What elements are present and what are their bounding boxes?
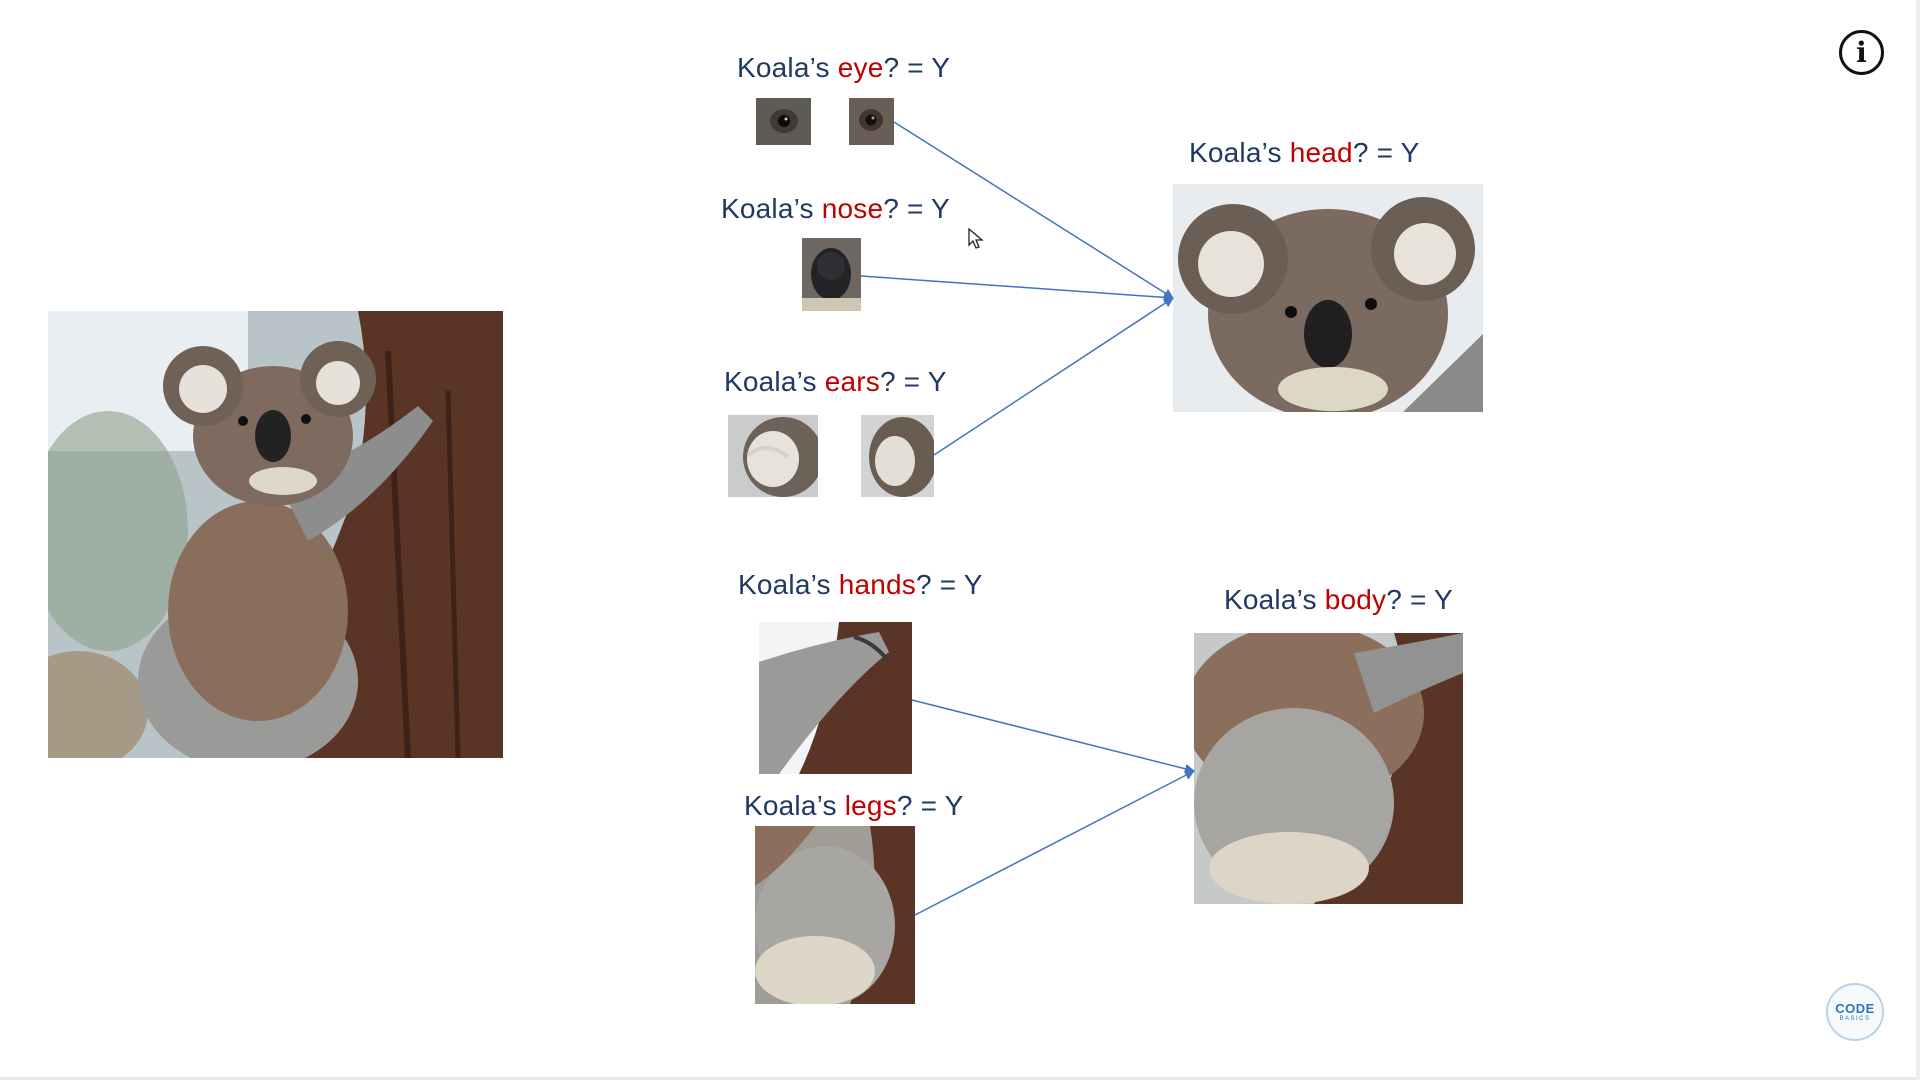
koala-nose-photo: [802, 238, 861, 311]
koala-eye-photo-right: [849, 98, 894, 145]
koala-eye-photo-left: [756, 98, 811, 145]
label-ears: Koala’s ears? = Y: [724, 366, 947, 397]
right-edge: [1916, 0, 1920, 1080]
info-button[interactable]: i: [1839, 30, 1884, 75]
label-legs: Koala’s legs? = Y: [744, 790, 964, 821]
arrow-hands-to-body: [911, 699, 1195, 774]
koala-full-photo: [48, 311, 503, 758]
koala-head-photo: [1173, 184, 1483, 412]
bottom-divider: [0, 1077, 1920, 1080]
label-nose: Koala’s nose? = Y: [721, 193, 950, 224]
label-eye: Koala’s eye? = Y: [737, 52, 951, 83]
koala-legs-photo: [755, 826, 915, 1004]
koala-body-photo: [1194, 633, 1463, 904]
info-icon: i: [1856, 35, 1867, 69]
label-head: Koala’s head? = Y: [1189, 137, 1420, 168]
label-body: Koala’s body? = Y: [1224, 584, 1453, 615]
arrow-ears-to-head: [933, 297, 1174, 456]
koala-ear-photo-left: [728, 415, 818, 497]
logo-sub-text: BASICS: [1839, 1015, 1871, 1022]
codebasics-logo: CODE BASICS: [1826, 983, 1884, 1041]
koala-hands-photo: [759, 622, 912, 774]
mouse-cursor-icon: [968, 228, 984, 249]
label-hands: Koala’s hands? = Y: [738, 569, 983, 600]
koala-ear-photo-right: [861, 415, 934, 497]
logo-main-text: CODE: [1835, 1000, 1875, 1016]
arrow-nose-to-head: [860, 275, 1174, 303]
